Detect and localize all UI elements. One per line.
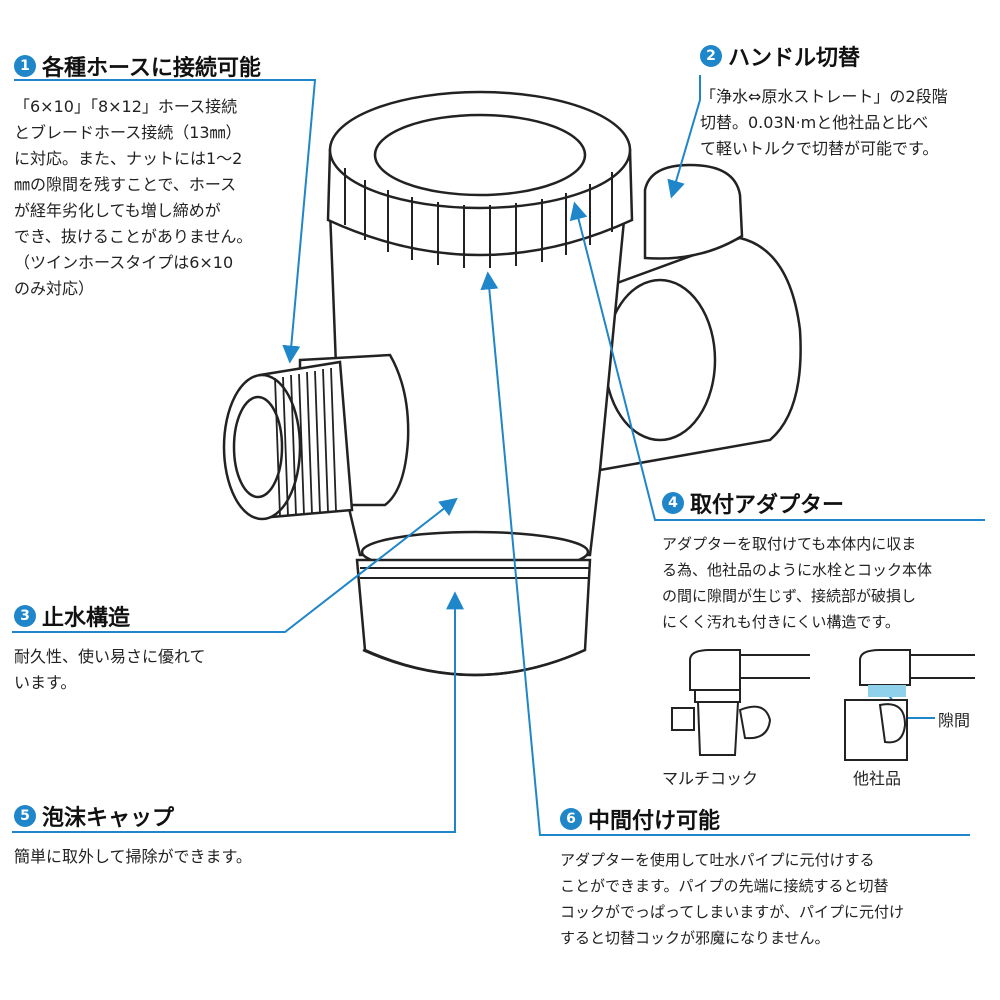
feature-4-number: 4 [662, 492, 684, 514]
leader-5 [12, 591, 464, 833]
feature-6: 6 中間付け可能 アダプターを使用して吐水パイプに元付けする ことができます。パイ… [560, 803, 990, 951]
feature-5-title: 泡沫キャップ [42, 806, 175, 831]
leader-3 [12, 497, 458, 633]
feature-6-title: 中間付け可能 [588, 809, 721, 834]
feature-6-text: アダプターを使用して吐水パイプに元付けする ことができます。パイプの先端に接続す… [560, 851, 904, 947]
leader-lines [12, 75, 985, 836]
feature-1-text: 「6×10」「8×12」ホース接続 とブレードホース接続（13㎜） に対応。また… [14, 97, 253, 298]
feature-3: 3 止水構造 耐久性、使い易さに優れて います。 [14, 600, 274, 696]
feature-2-text: 「浄水⇔原水ストレート」の2段階 切替。0.03N·mと他社品と比べ て軽いトル… [700, 87, 948, 158]
feature-5-number: 5 [14, 805, 36, 827]
feature-1: 1 各種ホースに接続可能 「6×10」「8×12」ホース接続 とブレードホース接続… [14, 50, 314, 302]
feature-6-number: 6 [560, 808, 582, 830]
feature-2: 2 ハンドル切替 「浄水⇔原水ストレート」の2段階 切替。0.03N·mと他社品と… [700, 40, 1000, 162]
gap-highlight [868, 685, 906, 697]
leader-6 [480, 271, 970, 836]
feature-1-number: 1 [14, 55, 36, 77]
multicock-diagram [671, 649, 810, 756]
top-nut [326, 90, 634, 268]
feature-1-title: 各種ホースに接続可能 [42, 56, 261, 81]
feature-5-text: 簡単に取外して掃除ができます。 [14, 847, 252, 866]
feature-4-text: アダプターを取付けても本体内に収ま る為、他社品のように水栓とコック本体 の間に… [662, 535, 933, 631]
other-product-diagram [844, 649, 975, 761]
gap-label: 隙間 [938, 711, 971, 730]
other-product-label: 他社品 [853, 769, 902, 788]
leader-2 [667, 75, 701, 199]
feature-2-title: ハンドル切替 [728, 46, 861, 71]
multicock-label: マルチコック [662, 769, 759, 788]
leader-1 [14, 79, 317, 364]
feature-4-title: 取付アダプター [690, 493, 845, 518]
feature-3-text: 耐久性、使い易さに優れて います。 [14, 647, 206, 692]
feature-5: 5 泡沫キャップ 簡単に取外して掃除ができます。 [14, 800, 344, 870]
feature-2-number: 2 [700, 45, 722, 67]
feature-3-title: 止水構造 [42, 606, 131, 631]
feature-4: 4 取付アダプター アダプターを取付けても本体内に収ま る為、他社品のように水栓と… [662, 487, 997, 635]
feature-3-number: 3 [14, 605, 36, 627]
leader-4 [569, 201, 985, 521]
hose-nut [222, 353, 410, 521]
